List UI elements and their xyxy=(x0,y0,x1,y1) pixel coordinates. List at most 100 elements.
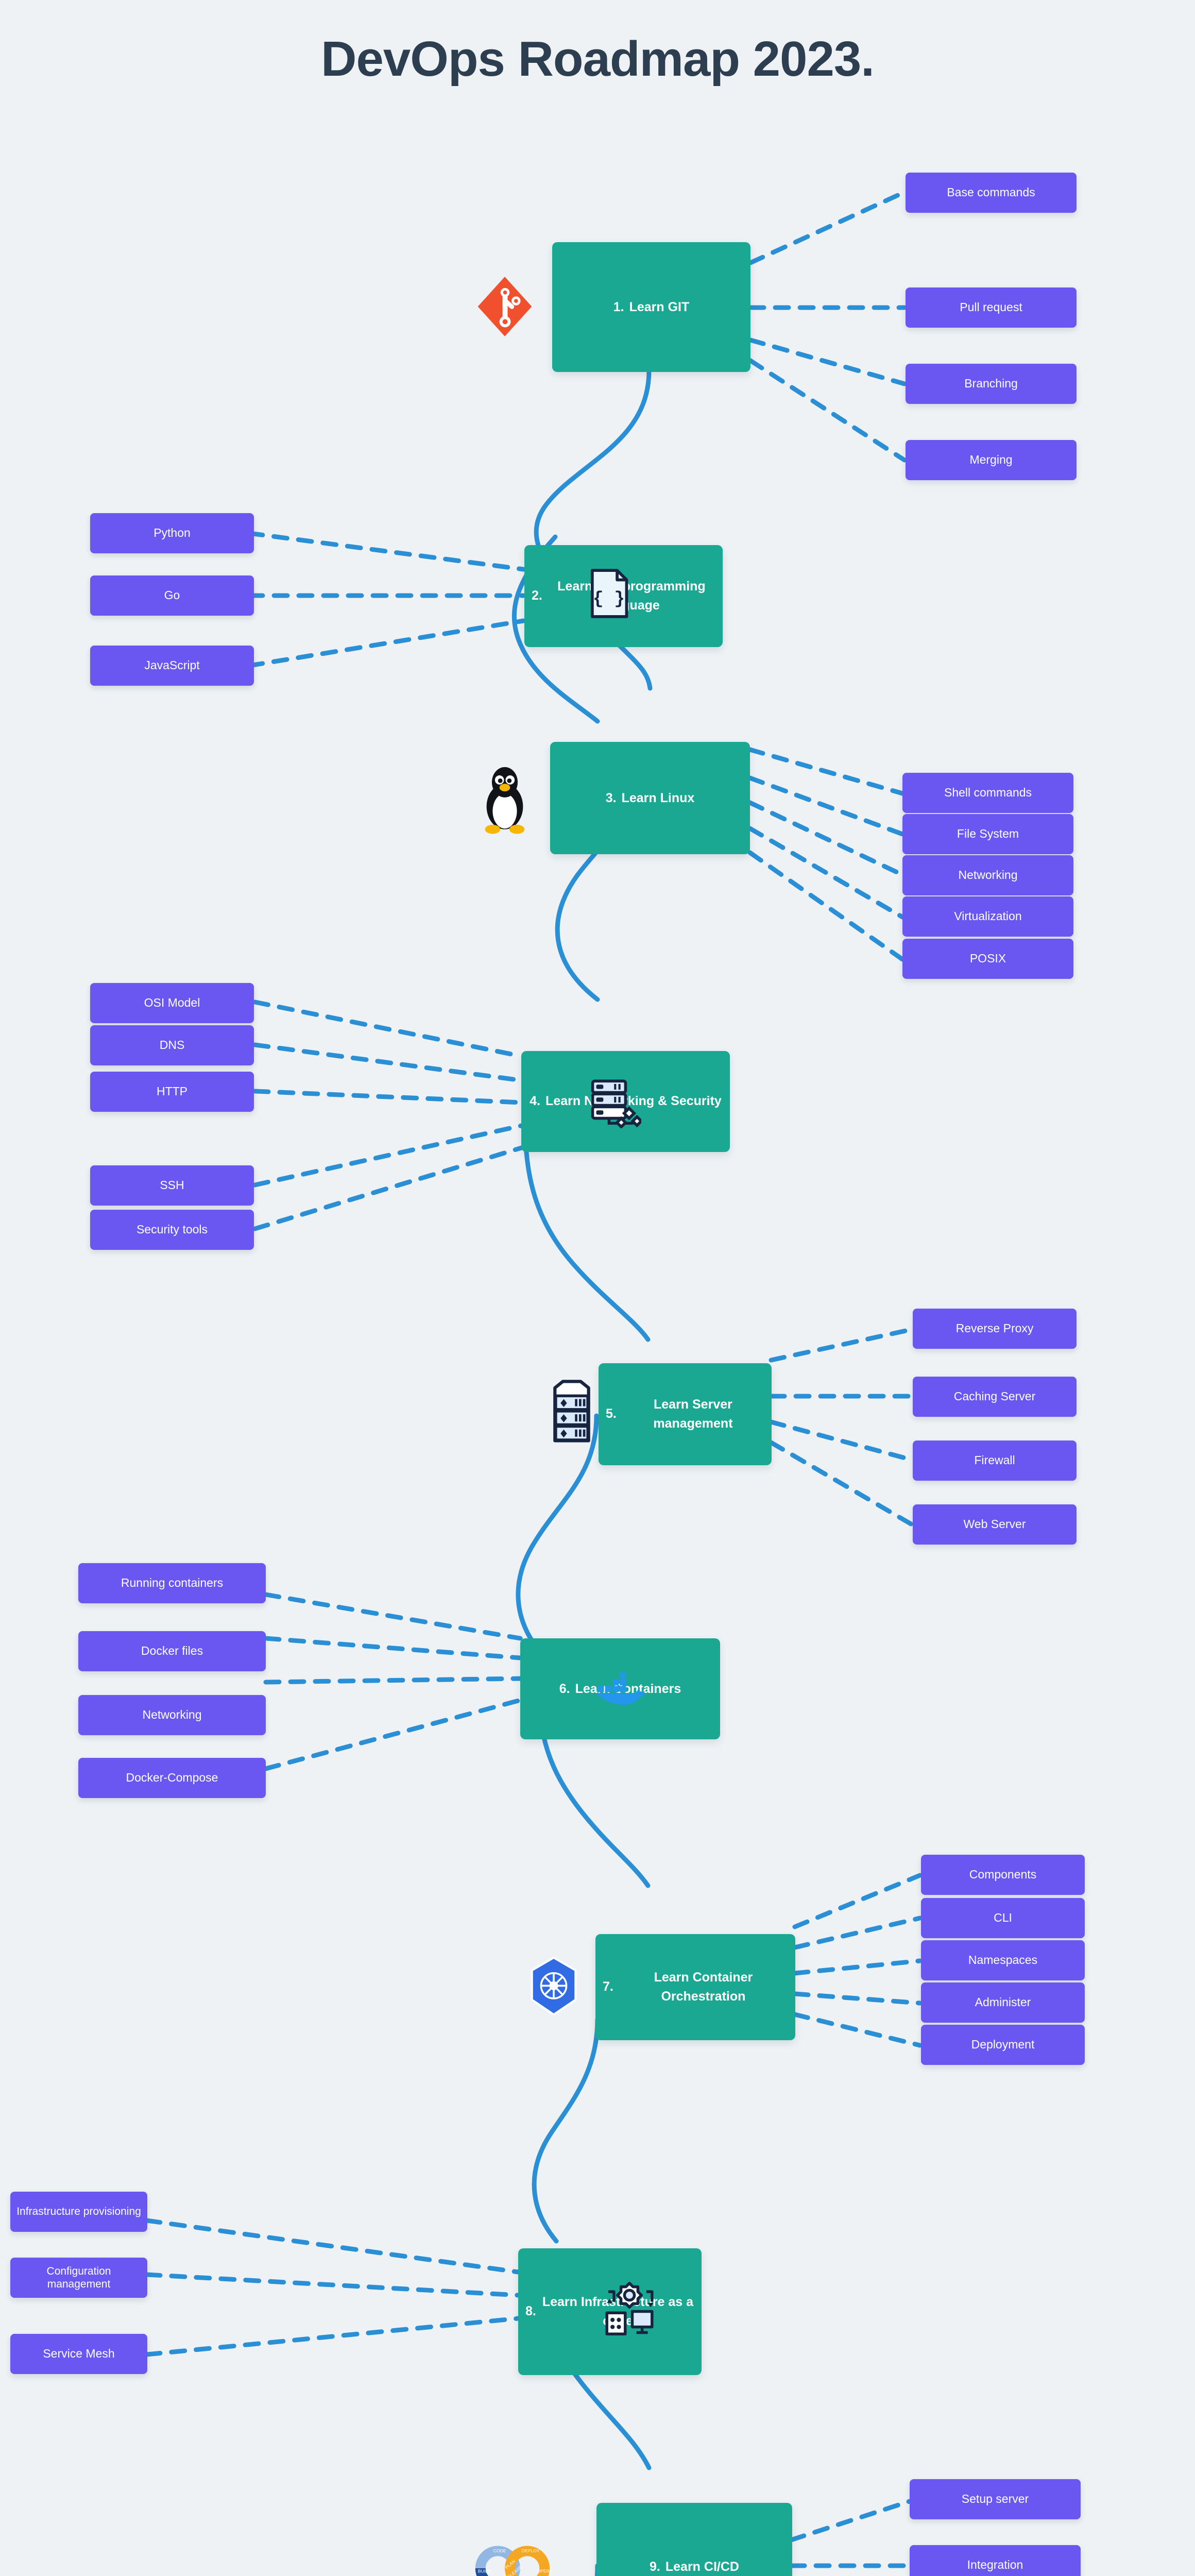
svg-text:BUILD: BUILD xyxy=(478,2569,491,2574)
topic-chip[interactable]: Security tools xyxy=(90,1210,254,1250)
topic-label: Caching Server xyxy=(953,1389,1036,1403)
step-title: Learn Linux xyxy=(621,790,695,805)
topic-chip[interactable]: Networking xyxy=(902,855,1073,895)
topic-chip[interactable]: Python xyxy=(90,513,254,553)
topic-label: Service Mesh xyxy=(43,2347,115,2361)
step-title: Learn Networking & Security xyxy=(545,1094,722,1109)
topic-chip[interactable]: Reverse Proxy xyxy=(913,1309,1077,1349)
step-node-5[interactable]: 5. Learn Server management xyxy=(599,1363,772,1465)
step-number: 6. xyxy=(559,1681,570,1696)
topic-label: CLI xyxy=(994,1911,1012,1925)
topic-chip[interactable]: OSI Model xyxy=(90,983,254,1023)
topic-label: Python xyxy=(153,526,191,540)
topic-label: Setup server xyxy=(961,2492,1029,2506)
linux-penguin-icon xyxy=(474,762,536,835)
topic-chip[interactable]: HTTP xyxy=(90,1072,254,1112)
topic-chip[interactable]: Setup server xyxy=(910,2479,1081,2519)
topic-label: Running containers xyxy=(121,1576,224,1590)
topic-chip[interactable]: Integration xyxy=(910,2545,1081,2576)
topic-chip[interactable]: Infrastructure provisioning xyxy=(10,2192,147,2232)
step-title: Learn GIT xyxy=(629,299,690,314)
topic-label: DNS xyxy=(159,1038,185,1052)
topic-chip[interactable]: Namespaces xyxy=(921,1940,1085,1980)
topic-chip[interactable]: Virtualization xyxy=(902,896,1073,937)
topic-label: Base commands xyxy=(947,185,1035,199)
topic-label: Deployment xyxy=(971,2038,1035,2052)
topic-label: Infrastructure provisioning xyxy=(16,2206,141,2218)
topic-chip[interactable]: CLI xyxy=(921,1898,1085,1938)
step-number: 8. xyxy=(525,2304,536,2319)
topic-chip[interactable]: Administer xyxy=(921,1982,1085,2023)
step-node-9[interactable]: 9. Learn CI/CD xyxy=(596,2503,792,2576)
topic-chip[interactable]: JavaScript xyxy=(90,646,254,686)
step-title: Learn Containers xyxy=(575,1681,681,1696)
topic-chip[interactable]: Merging xyxy=(906,440,1077,480)
topic-label: SSH xyxy=(160,1178,184,1192)
topic-chip[interactable]: Pull request xyxy=(906,287,1077,328)
topic-chip[interactable]: Deployment xyxy=(921,2025,1085,2065)
topic-label: Reverse Proxy xyxy=(955,1321,1034,1335)
topic-chip[interactable]: Base commands xyxy=(906,173,1077,213)
topic-label: HTTP xyxy=(156,1084,188,1098)
svg-text:CODE: CODE xyxy=(493,2548,506,2553)
step-number: 4. xyxy=(530,1094,541,1109)
topic-label: OSI Model xyxy=(144,996,200,1010)
page-title: DevOps Roadmap 2023. xyxy=(321,31,875,87)
topic-label: Administer xyxy=(975,1995,1031,2009)
topic-chip[interactable]: Caching Server xyxy=(913,1377,1077,1417)
infrastructure-gear-icon xyxy=(599,2275,660,2342)
topic-label: Web Server xyxy=(963,1517,1026,1531)
step-title: Learn Container Orchestration xyxy=(654,1970,753,2004)
topic-chip[interactable]: Web Server xyxy=(913,1504,1077,1545)
topic-label: Firewall xyxy=(974,1453,1015,1467)
step-node-3[interactable]: 3. Learn Linux xyxy=(550,742,750,854)
step-number: 3. xyxy=(605,790,617,805)
topic-label: Docker files xyxy=(141,1644,203,1658)
topic-chip[interactable]: Shell commands xyxy=(902,773,1073,813)
topic-chip[interactable]: Components xyxy=(921,1855,1085,1895)
topic-chip[interactable]: Go xyxy=(90,575,254,616)
topic-label: Integration xyxy=(967,2558,1023,2572)
topic-chip[interactable]: SSH xyxy=(90,1165,254,1206)
topic-chip[interactable]: Running containers xyxy=(78,1563,266,1603)
topic-label: Go xyxy=(164,588,180,602)
step-number: 2. xyxy=(532,588,542,603)
git-icon xyxy=(474,273,536,340)
devops-infinity-icon: CODEBUILDTEST DEPLOYOPERATEMONITOR PLAN … xyxy=(474,2535,551,2576)
topic-chip[interactable]: Service Mesh xyxy=(10,2334,147,2374)
topic-chip[interactable]: POSIX xyxy=(902,939,1073,979)
topic-chip[interactable]: DNS xyxy=(90,1025,254,1065)
step-title: Learn CI/CD xyxy=(665,2559,739,2574)
topic-label: Configuration management xyxy=(46,2265,111,2290)
network-server-icon xyxy=(587,1074,644,1131)
topic-chip[interactable]: Docker files xyxy=(78,1631,266,1671)
topic-label: Branching xyxy=(964,377,1018,391)
step-number: 7. xyxy=(603,1979,613,1994)
topic-label: Namespaces xyxy=(968,1953,1038,1967)
topic-label: Shell commands xyxy=(944,786,1032,800)
topic-label: JavaScript xyxy=(144,658,200,672)
topic-label: POSIX xyxy=(969,952,1006,965)
step-title: Learn Server management xyxy=(653,1397,733,1431)
topic-chip[interactable]: Docker-Compose xyxy=(78,1758,266,1798)
step-node-1[interactable]: 1. Learn GIT xyxy=(552,242,750,372)
step-node-7[interactable]: 7. Learn Container Orchestration xyxy=(595,1934,795,2040)
step-number: 9. xyxy=(650,2559,660,2574)
topic-label: Virtualization xyxy=(954,909,1022,923)
topic-chip[interactable]: Firewall xyxy=(913,1440,1077,1481)
kubernetes-helm-icon xyxy=(525,1953,582,2020)
topic-chip[interactable]: Configuration management xyxy=(10,2258,147,2298)
topic-label: Networking xyxy=(958,868,1018,882)
topic-label: Docker-Compose xyxy=(126,1771,218,1785)
docker-whale-icon xyxy=(592,1663,654,1715)
step-number: 5. xyxy=(606,1406,617,1421)
topic-label: Components xyxy=(969,1868,1037,1882)
topic-chip[interactable]: File System xyxy=(902,814,1073,854)
topic-chip[interactable]: Networking xyxy=(78,1695,266,1735)
topic-label: Pull request xyxy=(960,300,1022,314)
topic-label: File System xyxy=(957,827,1019,841)
topic-chip[interactable]: Branching xyxy=(906,364,1077,404)
code-braces-icon: { } xyxy=(578,563,640,624)
svg-text:OPERATE: OPERATE xyxy=(537,2569,551,2574)
